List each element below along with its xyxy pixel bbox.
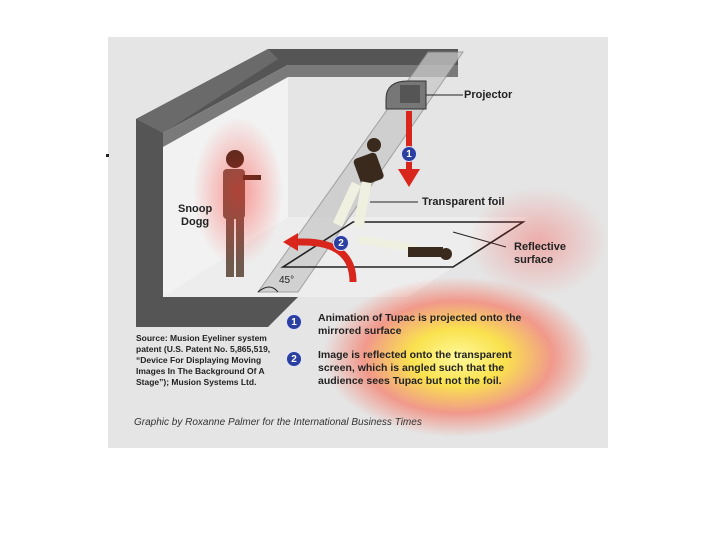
stray-mark xyxy=(106,154,109,157)
diagram-panel: Projector Snoop Dogg Transparent foil Re… xyxy=(108,37,608,448)
projector-lens xyxy=(400,85,420,103)
source-note: Source: Musion Eyeliner system patent (U… xyxy=(136,333,286,388)
projection-arrow-shaft xyxy=(406,111,412,171)
box-floor-front xyxy=(136,297,298,327)
label-transparent-foil: Transparent foil xyxy=(422,196,505,209)
label-projector: Projector xyxy=(464,89,512,102)
angle-label: 45° xyxy=(279,275,294,286)
step-badge-2-diagram: 2 xyxy=(333,235,349,251)
projection-arrow-head xyxy=(398,169,420,187)
step-badge-1-diagram: 1 xyxy=(401,146,417,162)
step-badge-1: 1 xyxy=(286,314,302,330)
graphic-credit: Graphic by Roxanne Palmer for the Intern… xyxy=(134,417,422,428)
step-2-text: Image is reflected onto the transparent … xyxy=(318,349,543,388)
step-badge-2: 2 xyxy=(286,351,302,367)
label-reflective-surface: Reflective surface xyxy=(514,241,566,267)
step-1-text: Animation of Tupac is projected onto the… xyxy=(318,312,548,338)
label-snoop-dogg: Snoop Dogg xyxy=(178,203,212,229)
